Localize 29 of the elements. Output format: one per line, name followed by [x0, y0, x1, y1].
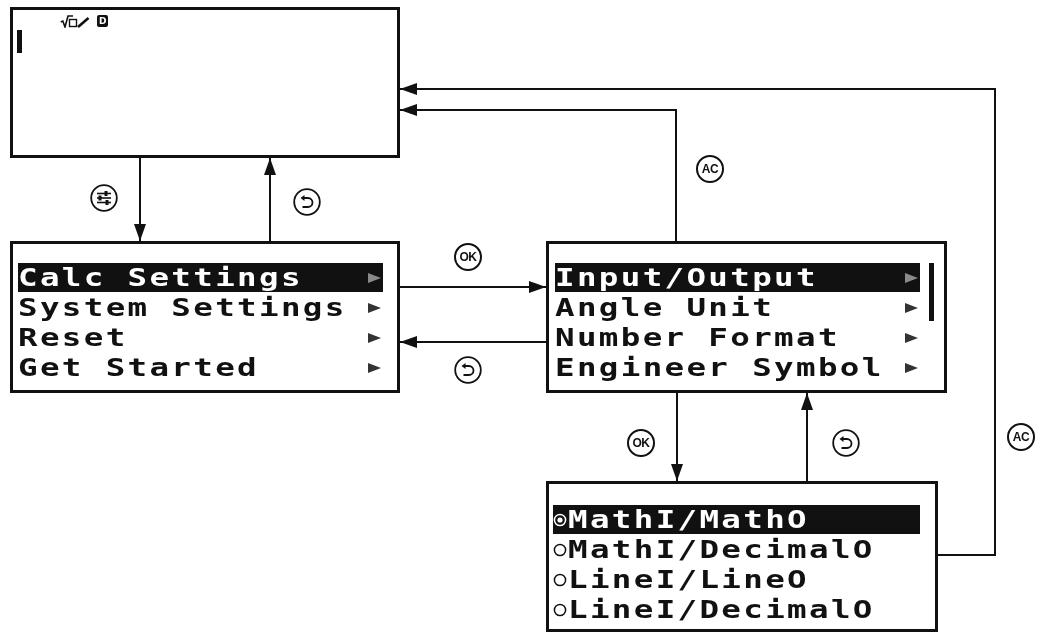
menu-item: Input/Output — [555, 263, 818, 292]
menu-item: System Settings — [18, 293, 347, 322]
option-label: LineI/DecimalO — [568, 595, 875, 624]
mode-indicator: D — [97, 15, 109, 27]
option-label: MathI/DecimalO — [568, 535, 875, 564]
menu-screen — [10, 241, 400, 393]
key-label: AC — [696, 155, 724, 184]
arrow — [134, 157, 146, 242]
menu-item: Get Started — [18, 353, 259, 382]
arrow — [399, 83, 996, 556]
menu-screen — [546, 241, 947, 393]
arrow — [399, 281, 547, 293]
arrow — [671, 392, 683, 482]
menu-item: Number Format — [555, 323, 840, 352]
key-label: AC — [1007, 423, 1035, 451]
option-label: LineI/LineO — [568, 565, 809, 594]
menu-item: Calc Settings — [18, 263, 303, 292]
menu-item: Engineer Symbol — [555, 353, 884, 382]
arrow — [399, 336, 547, 348]
arrow — [264, 157, 276, 242]
menu-item: Angle Unit — [555, 293, 775, 322]
option-label: MathI/MathO — [568, 505, 809, 534]
arrow — [801, 392, 813, 482]
option-screen — [546, 481, 938, 632]
key-label: OK — [627, 429, 655, 457]
calculator-screen — [10, 7, 400, 158]
arrow — [399, 104, 677, 242]
menu-item: Reset — [18, 323, 128, 352]
key-label: OK — [454, 243, 482, 271]
